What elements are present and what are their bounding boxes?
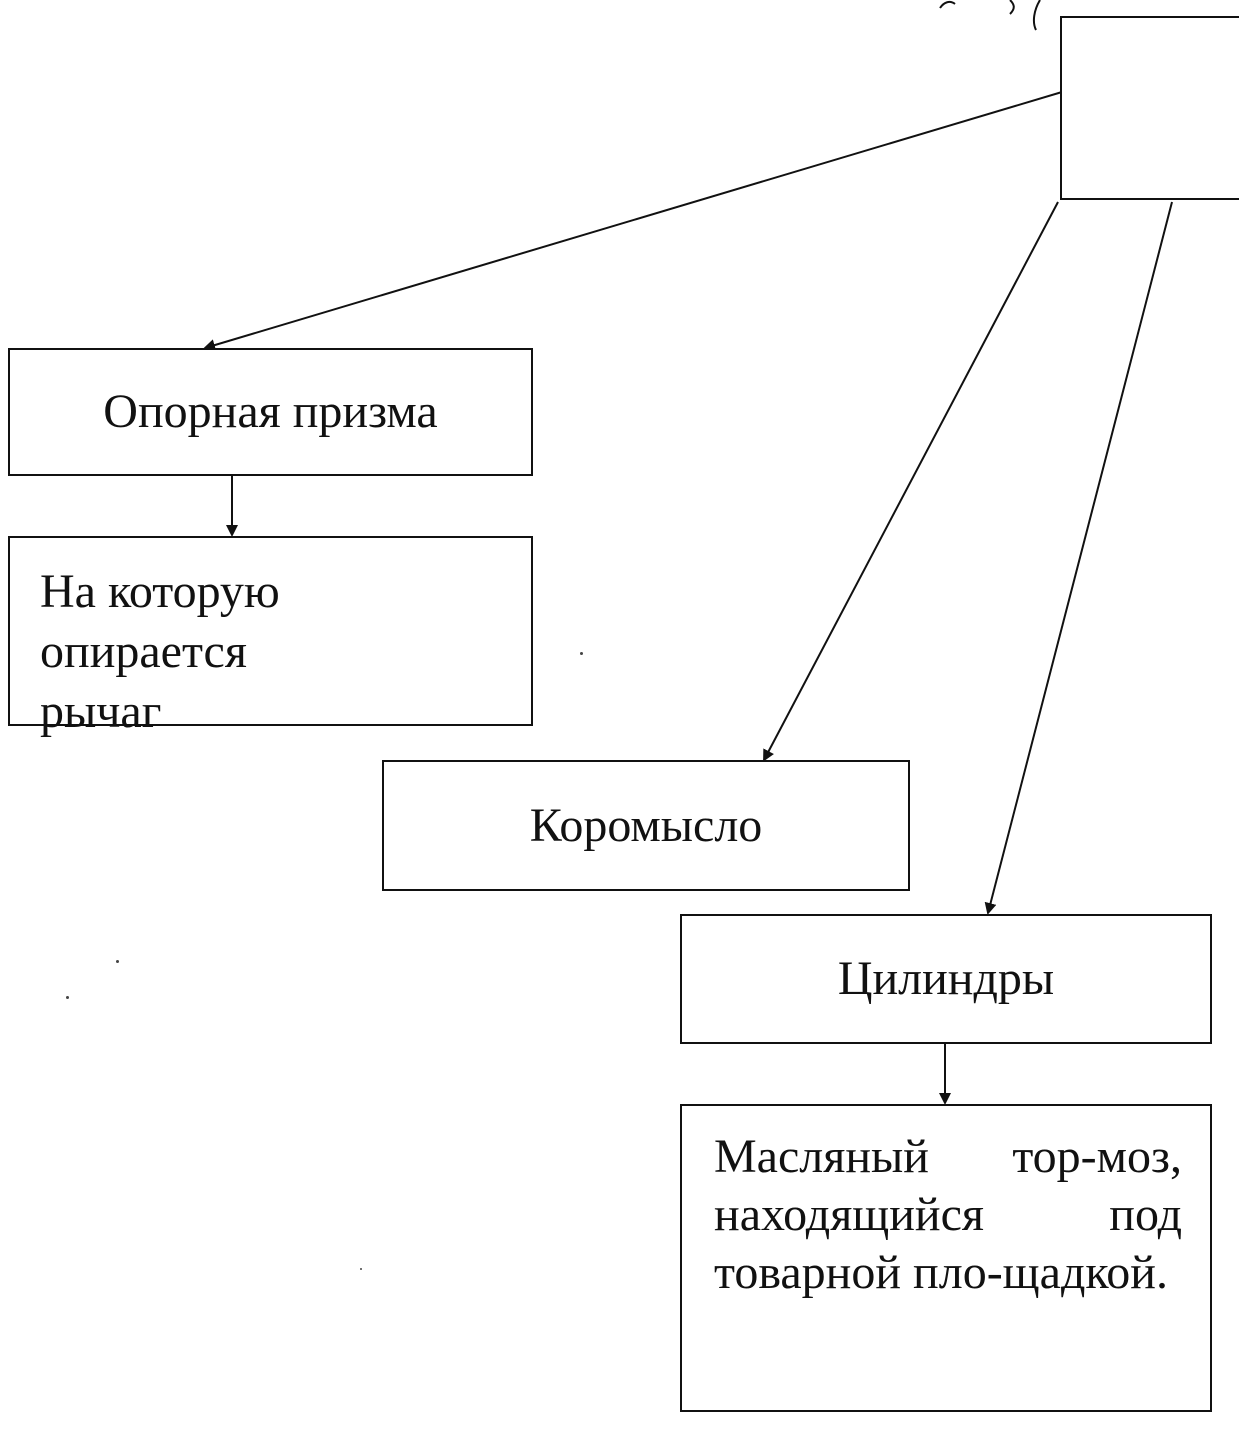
support-prism-label: Опорная призма [103, 385, 438, 438]
cylinders-label: Цилиндры [837, 952, 1055, 1005]
cylinders-node: Цилиндры [680, 914, 1212, 1044]
edge-root-to-yoke [763, 201, 1059, 762]
support-prism-desc-node: На которую опирается рычаг [8, 536, 533, 738]
edge-root-to-support-prism [203, 91, 1063, 351]
scan-speck [116, 960, 119, 963]
support-prism-node: Опорная призма [8, 348, 533, 476]
root-node [1060, 16, 1239, 200]
edge-root-to-cylinders [984, 201, 1173, 915]
yoke-node: Коромысло [382, 760, 910, 891]
cylinders-desc-label: Масляный тор-моз, находящийся под товарн… [714, 1130, 1182, 1299]
scan-speck [66, 996, 69, 999]
support-prism-desc-label: На которую опирается рычаг [40, 565, 280, 738]
cylinders-desc-node: Масляный тор-моз, находящийся под товарн… [680, 1104, 1212, 1412]
scan-speck [360, 1268, 362, 1270]
handwritten-mark [939, 0, 1041, 31]
scan-speck [580, 652, 583, 655]
yoke-label: Коромысло [529, 798, 763, 852]
